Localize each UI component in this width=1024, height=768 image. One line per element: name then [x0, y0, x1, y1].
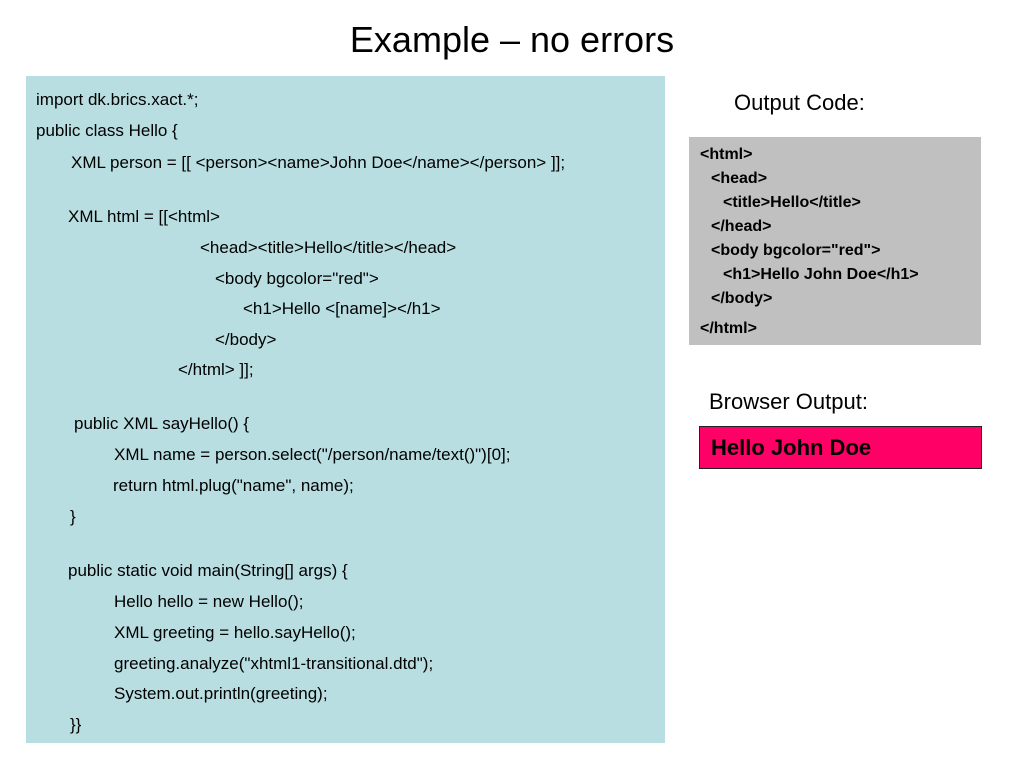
code-line: return html.plug("name", name); [113, 476, 354, 495]
code-line: XML name = person.select("/person/name/t… [114, 445, 511, 464]
code-line: public static void main(String[] args) { [68, 561, 348, 580]
output-code-line: </html> [700, 320, 757, 337]
code-line: Hello hello = new Hello(); [114, 592, 304, 611]
code-line: public XML sayHello() { [74, 414, 250, 433]
browser-output-box: Hello John Doe [699, 426, 982, 469]
slide-title: Example – no errors [349, 19, 675, 60]
code-listing: import dk.brics.xact.*; public class Hel… [26, 76, 665, 743]
output-code-line: <html> [700, 146, 753, 163]
code-line: } [70, 507, 76, 526]
browser-output-label: Browser Output: [709, 389, 868, 414]
code-line: public class Hello { [36, 121, 178, 140]
browser-output-text: Hello John Doe [711, 435, 872, 460]
output-code-line: <h1>Hello John Doe</h1> [723, 266, 919, 283]
code-line: XML greeting = hello.sayHello(); [114, 623, 356, 642]
code-line: }} [70, 715, 82, 734]
output-code-line: </body> [711, 290, 773, 307]
output-code-line: </head> [711, 218, 772, 235]
code-line: </html> ]]; [178, 360, 254, 379]
code-line: greeting.analyze("xhtml1-transitional.dt… [114, 654, 434, 673]
output-code-line: <body bgcolor="red"> [711, 242, 881, 259]
code-line: <h1>Hello <[name]></h1> [243, 299, 441, 318]
code-line: System.out.println(greeting); [114, 684, 328, 703]
code-line: import dk.brics.xact.*; [36, 90, 199, 109]
output-code-label: Output Code: [734, 90, 865, 115]
code-line: XML html = [[<html> [68, 207, 220, 226]
code-line: <head><title>Hello</title></head> [200, 238, 457, 257]
code-line: </body> [215, 330, 277, 349]
output-code-box: <html> <head> <title>Hello</title> </hea… [689, 137, 981, 345]
code-line: <body bgcolor="red"> [215, 269, 379, 288]
code-line: XML person = [[ <person><name>John Doe</… [71, 153, 566, 172]
output-code-line: <title>Hello</title> [723, 194, 861, 211]
output-code-line: <head> [711, 170, 768, 187]
